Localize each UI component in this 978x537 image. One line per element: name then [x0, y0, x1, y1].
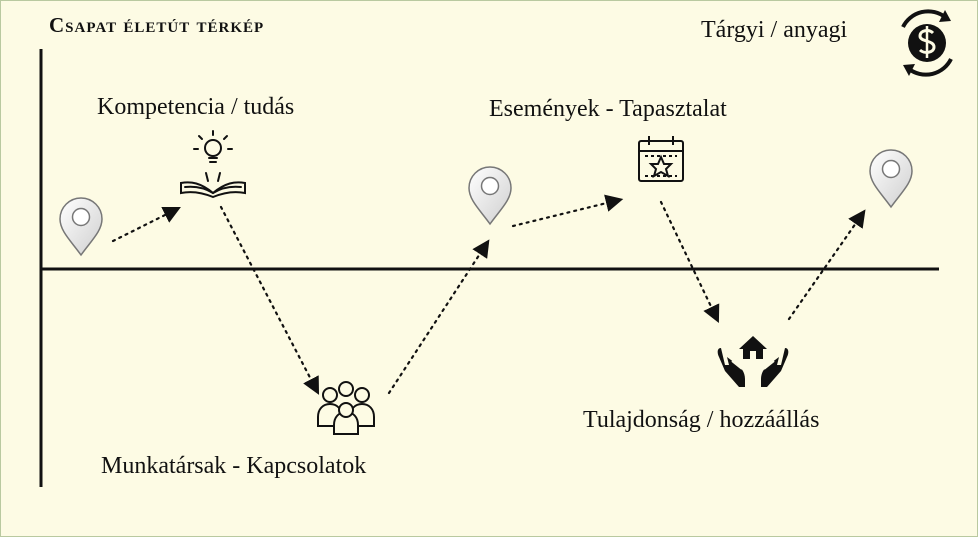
arrow-2: [219, 205, 320, 395]
map-pin-icon: [468, 166, 512, 226]
hands-house-icon: [717, 336, 789, 387]
dollar-cycle-icon: [901, 9, 953, 77]
corner-label: Tárgyi / anyagi: [701, 17, 848, 43]
arrow-1: [111, 207, 181, 243]
arrow-6: [787, 209, 866, 321]
map-pin-icon: [869, 149, 913, 209]
page-title: Csapat életút térkép: [49, 13, 265, 37]
arrow-3: [387, 239, 490, 395]
label-munkatarsak: Munkatársak - Kapcsolatok: [101, 453, 367, 479]
label-esemenyek: Események - Tapasztalat: [489, 96, 727, 122]
calendar-star-icon: [638, 136, 684, 182]
people-group-icon: [317, 381, 375, 435]
map-pin-icon: [59, 197, 103, 257]
arrow-5: [659, 200, 720, 323]
lightbulb-book-icon: [180, 130, 246, 199]
arrow-4: [511, 194, 624, 228]
label-kompetencia: Kompetencia / tudás: [97, 94, 295, 120]
label-tulajdonsag: Tulajdonság / hozzáállás: [583, 407, 820, 433]
